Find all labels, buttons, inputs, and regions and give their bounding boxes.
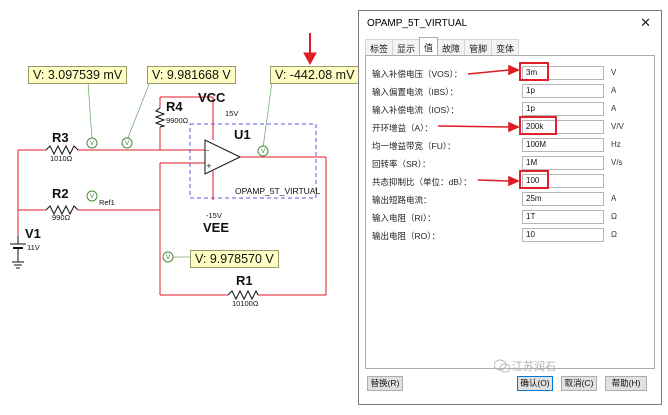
u1-label: U1 [234, 127, 251, 142]
tab-fault[interactable]: 故障 [437, 39, 465, 55]
vcc-label: VCC [198, 90, 225, 105]
r2-label: R2 [52, 186, 69, 201]
v1-label: V1 [25, 226, 41, 241]
tab-pins[interactable]: 管脚 [464, 39, 492, 55]
properties-dialog[interactable]: OPAMP_5T_VIRTUAL ✕ 标签 显示 值 故障 管脚 变体 输入补偿… [358, 10, 662, 405]
replace-button[interactable]: 替换(R) [367, 376, 403, 391]
v1-value: 11V [27, 243, 40, 252]
tab-variant[interactable]: 变体 [491, 39, 519, 55]
wechat-icon [494, 359, 510, 373]
value-panel: 输入补偿电压（VOS）： 3m V 输入偏置电流（IBS）： 1p A 输入补偿… [365, 55, 655, 369]
svg-text:+: + [206, 162, 212, 170]
vee-value: -15V [206, 211, 222, 220]
vcc-value: 15V [225, 109, 238, 118]
close-icon[interactable]: ✕ [640, 15, 651, 31]
svg-text:–: – [206, 146, 210, 154]
tab-display[interactable]: 显示 [392, 39, 420, 55]
r3-label: R3 [52, 130, 69, 145]
circuit-wires: – + V V V V V [0, 0, 360, 415]
tab-bar: 标签 显示 值 故障 管脚 变体 [365, 39, 518, 55]
r3-value: 1010Ω [50, 154, 72, 163]
tab-label[interactable]: 标签 [365, 39, 393, 55]
probe-2-readout: V: 9.981668 V [147, 66, 236, 84]
watermark-text: 江苏润石 [512, 358, 556, 374]
probe-1-readout: V: 3.097539 mV [28, 66, 127, 84]
probe-3-readout: V: -442.08 mV [270, 66, 359, 84]
cancel-button[interactable]: 取消(C) [561, 376, 597, 391]
dialog-title: OPAMP_5T_VIRTUAL [367, 18, 467, 29]
r4-value: 9900Ω [166, 116, 188, 125]
ref-label: Ref1 [99, 198, 115, 207]
r2-value: 990Ω [52, 213, 70, 222]
annotation-arrows [366, 56, 656, 370]
u1-part-name: OPAMP_5T_VIRTUAL [235, 186, 320, 196]
tab-value[interactable]: 值 [419, 37, 438, 55]
help-button[interactable]: 帮助(H) [605, 376, 647, 391]
schematic-canvas[interactable]: – + V V V V V V: 3 [0, 0, 360, 415]
probe-4-readout: V: 9.978570 V [190, 250, 279, 268]
r1-value: 10100Ω [232, 299, 258, 308]
r4-label: R4 [166, 99, 183, 114]
r1-label: R1 [236, 273, 253, 288]
vee-label: VEE [203, 220, 229, 235]
ok-button[interactable]: 确认(O) [517, 376, 553, 391]
